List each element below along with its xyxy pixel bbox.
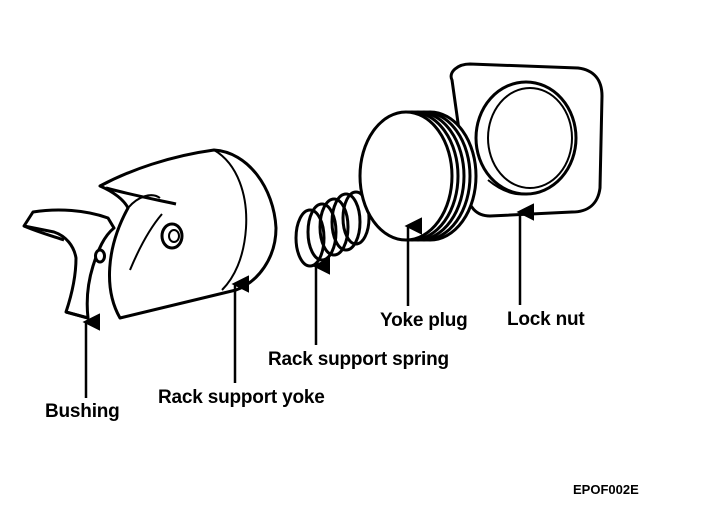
label-yoke-plug: Yoke plug xyxy=(380,310,468,331)
label-lock-nut: Lock nut xyxy=(507,309,585,330)
rack-support-spring-part xyxy=(294,190,371,268)
leader-lines xyxy=(82,203,534,398)
yoke-plug-part xyxy=(358,110,478,242)
label-rack-support-spring: Rack support spring xyxy=(268,349,449,370)
label-bushing: Bushing xyxy=(45,401,120,422)
lock-nut-part xyxy=(449,62,604,218)
rack-support-yoke-part xyxy=(98,148,278,320)
figure-code: EPOF002E xyxy=(573,482,639,497)
bushing-part xyxy=(22,208,116,320)
label-rack-support-yoke: Rack support yoke xyxy=(158,387,325,408)
